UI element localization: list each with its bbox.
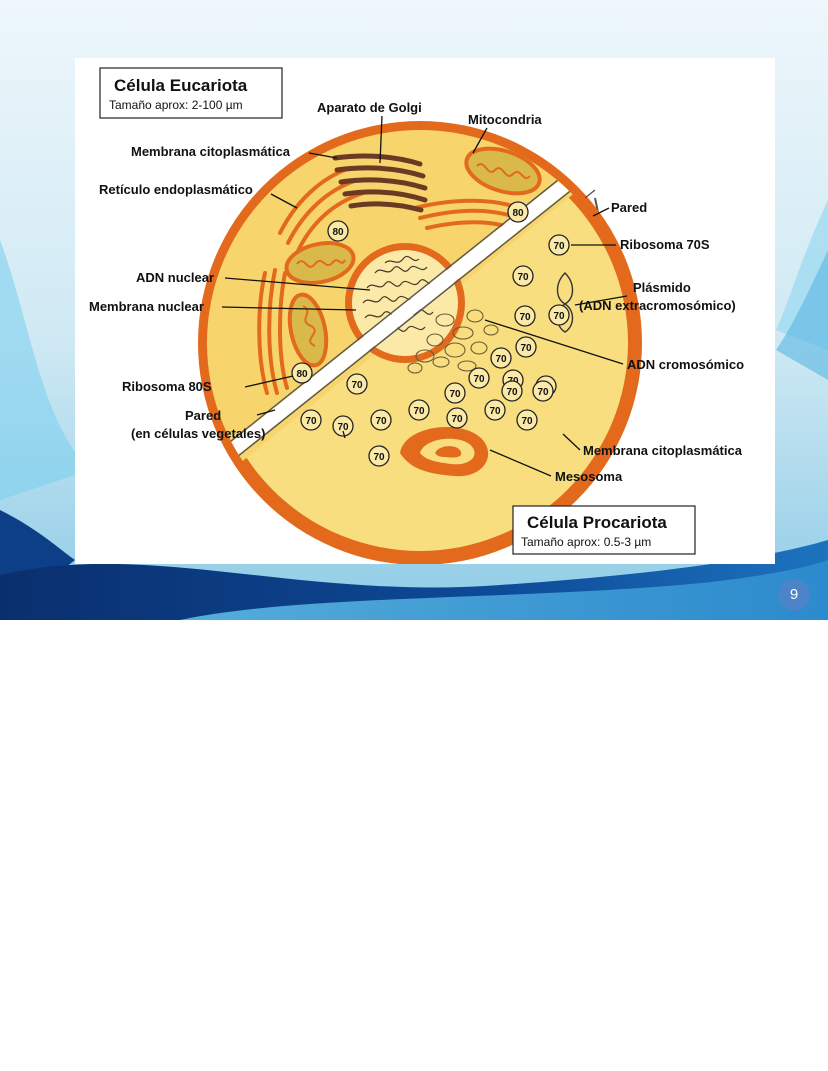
- svg-text:70: 70: [351, 380, 363, 391]
- label-membrana-nuclear: Membrana nuclear: [89, 299, 204, 314]
- cell-diagram: 80 80 80 70 70 70 70 70 70 70 70 70 70 7…: [89, 67, 744, 564]
- divider-line-outer: [584, 189, 596, 199]
- svg-text:80: 80: [512, 208, 524, 219]
- leader-lines: [221, 115, 628, 477]
- label-membrana-citoplasmatica-euk: Membrana citoplasmática: [131, 144, 291, 159]
- label-pared-euk-1: Pared: [185, 408, 221, 423]
- svg-text:70: 70: [305, 416, 317, 427]
- label-mesosoma: Mesosoma: [555, 469, 623, 484]
- svg-text:70: 70: [495, 354, 507, 365]
- svg-text:70: 70: [489, 406, 501, 417]
- label-ribosoma-80s: Ribosoma 80S: [122, 379, 212, 394]
- svg-text:70: 70: [375, 416, 387, 427]
- eukaryote-title-box: Célula Eucariota Tamaño aprox: 2-100 µm: [99, 67, 283, 119]
- label-golgi: Aparato de Golgi: [317, 100, 422, 115]
- golgi-apparatus: [332, 153, 428, 213]
- mitochondria: [284, 146, 542, 368]
- label-adn-nuclear: ADN nuclear: [136, 270, 214, 285]
- svg-text:70: 70: [519, 312, 531, 323]
- label-adn-cromosomico: ADN cromosómico: [627, 357, 744, 372]
- prokaryote-title: Célula Procariota: [527, 513, 667, 532]
- label-pared-prok: Pared: [611, 200, 647, 215]
- svg-text:70: 70: [337, 422, 349, 433]
- label-membrana-citoplasmatica-prok: Membrana citoplasmática: [583, 443, 743, 458]
- svg-text:70: 70: [449, 389, 461, 400]
- label-pared-euk-2: (en células vegetales): [131, 426, 265, 441]
- chromosomal-dna: [407, 309, 499, 374]
- mesosoma: [400, 426, 489, 477]
- left-swoosh-light: [0, 240, 90, 500]
- ribosome-80-group: 80 80 80: [291, 201, 529, 384]
- label-plasmido-1: Plásmido: [633, 280, 691, 295]
- right-swoosh-mid: [776, 250, 828, 380]
- svg-text:70: 70: [413, 406, 425, 417]
- label-plasmido-2: (ADN extracromosómico): [579, 298, 736, 313]
- svg-text:70: 70: [506, 387, 518, 398]
- ribosome-70-group: 70 70 70 70 70 70 70 70 70 70 70 70 70 7…: [300, 234, 570, 467]
- svg-text:70: 70: [517, 272, 529, 283]
- blank-area: [0, 620, 828, 1071]
- slide-background: [0, 200, 828, 620]
- svg-text:80: 80: [296, 369, 308, 380]
- prokaryote-title-box: Célula Procariota Tamaño aprox: 0.5-3 µm: [512, 505, 696, 555]
- svg-text:70: 70: [553, 311, 565, 322]
- bottom-swoosh-light: [180, 560, 828, 620]
- label-mitocondria: Mitocondria: [468, 112, 542, 127]
- svg-text:70: 70: [521, 416, 533, 427]
- page-number-badge: 9: [778, 579, 810, 611]
- svg-text:70: 70: [473, 374, 485, 385]
- svg-text:70: 70: [537, 387, 549, 398]
- svg-text:80: 80: [332, 227, 344, 238]
- diagram-panel: 80 80 80 70 70 70 70 70 70 70 70 70 70 7…: [75, 58, 775, 564]
- prokaryote-size: Tamaño aprox: 0.5-3 µm: [521, 535, 651, 549]
- eukaryote-size: Tamaño aprox: 2-100 µm: [109, 98, 243, 112]
- eukaryote-title: Célula Eucariota: [114, 76, 248, 95]
- label-ribosoma-70s: Ribosoma 70S: [620, 237, 710, 252]
- svg-text:70: 70: [553, 241, 565, 252]
- slide: 80 80 80 70 70 70 70 70 70 70 70 70 70 7…: [0, 0, 828, 620]
- svg-text:70: 70: [451, 414, 463, 425]
- label-reticulo: Retículo endoplasmático: [99, 182, 253, 197]
- svg-text:70: 70: [520, 343, 532, 354]
- plasmid: [556, 272, 574, 333]
- svg-text:70: 70: [373, 452, 385, 463]
